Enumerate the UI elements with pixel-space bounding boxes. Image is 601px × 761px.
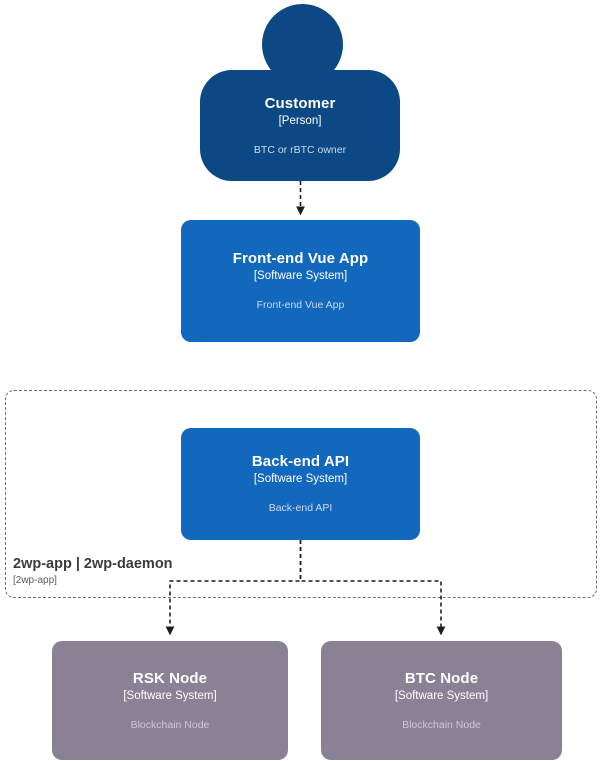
- node-btc-node[interactable]: BTC Node [Software System] Blockchain No…: [321, 641, 562, 760]
- node-backend-api-description: Back-end API: [268, 502, 333, 514]
- node-frontend-vue-app-type: [Software System]: [253, 270, 348, 282]
- node-backend-api-type: [Software System]: [253, 473, 348, 485]
- node-rsk-node[interactable]: RSK Node [Software System] Blockchain No…: [52, 641, 288, 760]
- node-customer-description: BTC or rBTC owner: [253, 143, 347, 156]
- node-frontend-vue-app[interactable]: Front-end Vue App [Software System] Fron…: [181, 220, 420, 342]
- node-rsk-node-title: RSK Node: [132, 669, 208, 687]
- node-frontend-vue-app-description: Front-end Vue App: [256, 299, 345, 311]
- node-customer-type: [Person]: [278, 114, 322, 127]
- node-rsk-node-type: [Software System]: [123, 689, 217, 702]
- node-customer[interactable]: Customer [Person] BTC or rBTC owner: [200, 70, 400, 181]
- node-rsk-node-description: Blockchain Node: [130, 718, 210, 731]
- node-customer-title: Customer: [264, 94, 336, 112]
- node-btc-node-description: Blockchain Node: [402, 718, 481, 731]
- node-frontend-vue-app-title: Front-end Vue App: [232, 250, 369, 267]
- boundary-2wp-app-label: 2wp-app | 2wp-daemon [2wp-app]: [13, 555, 333, 587]
- node-btc-node-title: BTC Node: [404, 669, 479, 687]
- node-backend-api[interactable]: Back-end API [Software System] Back-end …: [181, 428, 420, 540]
- node-btc-node-type: [Software System]: [394, 689, 489, 702]
- boundary-type: [2wp-app]: [13, 575, 57, 586]
- node-backend-api-title: Back-end API: [251, 453, 350, 470]
- boundary-title: 2wp-app | 2wp-daemon: [13, 556, 173, 572]
